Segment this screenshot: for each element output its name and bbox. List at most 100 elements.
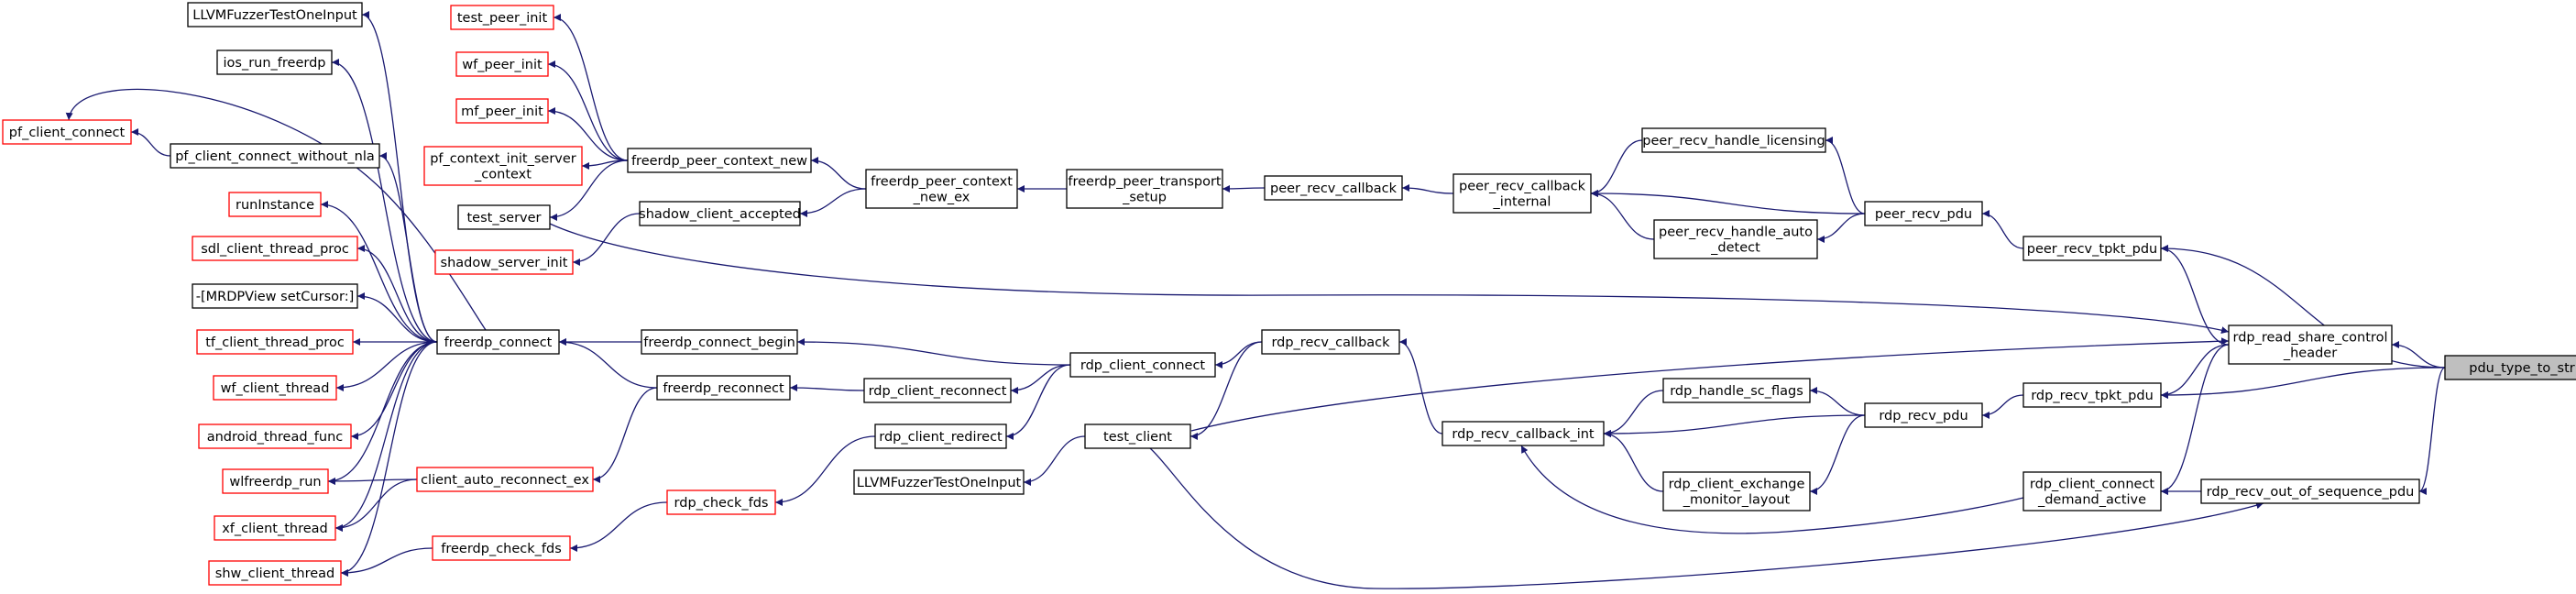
edge-peer_recv_callback_internal-to-peer_recv_handle_auto_detect (1590, 190, 1655, 240)
node-llvm-fuzzer-1[interactable]: LLVMFuzzerTestOneInput (187, 2, 363, 28)
edge-rdp_client_reconnect-to-rdp_client_connect (1010, 364, 1071, 394)
node-peer-recv-tpkt-pdu[interactable]: peer_recv_tpkt_pdu (2022, 236, 2162, 261)
node-box (222, 468, 329, 494)
node-box (436, 329, 560, 355)
node-box (1662, 378, 1811, 403)
node-box (432, 535, 571, 561)
edge-peer_recv_tpkt_pdu-to-rdp_read_share_control_header (2160, 245, 2230, 346)
node-label: freerdp_connect (444, 336, 553, 350)
node-label: _internal (1493, 195, 1551, 210)
node-tf-client-thread-proc[interactable]: tf_client_thread_proc (196, 329, 354, 355)
node-label: shw_client_thread (215, 566, 334, 581)
edge-wlfreerdp_run-to-freerdp_connect (327, 341, 438, 485)
node-freerdp-peer-context-new-ex[interactable]: freerdp_peer_context_new_ex (865, 169, 1018, 209)
node-rdp-client-exchange-monitor-layout[interactable]: rdp_client_exchange_monitor_layout (1662, 471, 1811, 512)
edge-ios_run_freerdp-to-freerdp_connect (331, 59, 438, 343)
node-label: rdp_recv_pdu (1879, 409, 1968, 424)
node-label: rdp_client_reconnect (869, 384, 1007, 399)
node-peer-recv-callback-internal[interactable]: peer_recv_callback_internal (1452, 173, 1592, 214)
node-pdu-type-to-str[interactable]: pdu_type_to_str (2444, 355, 2576, 380)
edge-xf_client_thread-to-client_auto_reconnect_ex (334, 478, 418, 532)
node-client-auto-reconnect-ex[interactable]: client_auto_reconnect_ex (416, 467, 594, 492)
node-label: pf_client_connect (9, 126, 126, 140)
node-mf-peer-init[interactable]: mf_peer_init (455, 98, 549, 124)
node-rdp-client-reconnect[interactable]: rdp_client_reconnect (863, 378, 1012, 403)
node-box (434, 249, 574, 275)
node-rdp-read-share-control-header[interactable]: rdp_read_share_control_header (2228, 324, 2393, 365)
edge-test_peer_init-to-freerdp_peer_context_new (553, 14, 629, 161)
node-android-thread-func[interactable]: android_thread_func (198, 424, 352, 449)
node-rdp-client-redirect[interactable]: rdp_client_redirect (874, 424, 1007, 449)
node-rdp-client-connect[interactable]: rdp_client_connect (1069, 352, 1216, 378)
node-mrdpview-setcursor[interactable]: -[MRDPView setCursor:] (192, 283, 358, 309)
edge-rdp_client_redirect-to-rdp_client_connect (1005, 364, 1071, 440)
node-freerdp-connect-begin[interactable]: freerdp_connect_begin (641, 329, 798, 355)
node-ios-run-freerdp[interactable]: ios_run_freerdp (216, 50, 333, 75)
edge-rdp_client_exchange_monitor_layout-to-rdp_recv_pdu (1809, 414, 1866, 495)
node-box (1264, 175, 1403, 201)
node-rdp-recv-callback-int[interactable]: rdp_recv_callback_int (1441, 421, 1605, 446)
node-test-server[interactable]: test_server (457, 204, 551, 230)
node-peer-recv-pdu[interactable]: peer_recv_pdu (1864, 201, 1983, 226)
node-label: sdl_client_thread_proc (201, 242, 349, 257)
node-wf-peer-init[interactable]: wf_peer_init (455, 51, 549, 77)
node-box (187, 2, 363, 28)
node-label: rdp_recv_callback_int (1452, 427, 1595, 442)
node-test-client[interactable]: test_client (1084, 424, 1191, 449)
edge-peer_recv_pdu-to-peer_recv_tpkt_pdu (1981, 210, 2024, 249)
node-box (627, 148, 812, 173)
node-sdl-client-thread-proc[interactable]: sdl_client_thread_proc (192, 236, 358, 261)
node-peer-recv-callback[interactable]: peer_recv_callback (1264, 175, 1403, 201)
node-pf-client-connect[interactable]: pf_client_connect (2, 119, 132, 145)
node-pf-context-init-server-context[interactable]: pf_context_init_server_context (423, 146, 583, 186)
node-box (863, 378, 1012, 403)
node-llvm-fuzzer-2[interactable]: LLVMFuzzerTestOneInput (853, 469, 1025, 495)
node-runInstance[interactable]: runInstance (228, 192, 322, 217)
edge-test_server-to-freerdp_peer_context_new (549, 160, 629, 221)
node-pf-client-connect-without-nla[interactable]: pf_client_connect_without_nla (170, 143, 380, 169)
node-box (455, 98, 549, 124)
node-label: freerdp_check_fds (441, 542, 562, 556)
node-peer-recv-handle-auto-detect[interactable]: peer_recv_handle_auto_detect (1653, 219, 1818, 259)
node-shadow-server-init[interactable]: shadow_server_init (434, 249, 574, 275)
node-rdp-check-fds[interactable]: rdp_check_fds (666, 490, 776, 515)
node-freerdp-reconnect[interactable]: freerdp_reconnect (656, 375, 791, 401)
node-rdp-client-connect-demand-active[interactable]: rdp_client_connect_demand_active (2022, 471, 2162, 512)
node-freerdp-peer-transport-setup[interactable]: freerdp_peer_transport_setup (1066, 169, 1223, 209)
edge-mf_peer_init-to-freerdp_peer_context_new (547, 107, 629, 161)
node-freerdp-peer-context-new[interactable]: freerdp_peer_context_new (627, 148, 812, 173)
node-box (1084, 424, 1191, 449)
edge-rdp_recv_out_of_sequence_pdu-to-test_client (1149, 447, 2264, 589)
node-shadow-client-accepted[interactable]: shadow_client_accepted (639, 201, 801, 226)
node-rdp-recv-tpkt-pdu[interactable]: rdp_recv_tpkt_pdu (2022, 382, 2162, 408)
node-label: peer_recv_callback (1459, 180, 1586, 194)
node-peer-recv-handle-licensing[interactable]: peer_recv_handle_licensing (1641, 127, 1826, 153)
node-box (198, 424, 352, 449)
node-box (2200, 478, 2420, 504)
node-xf-client-thread[interactable]: xf_client_thread (214, 515, 336, 541)
node-wf-client-thread[interactable]: wf_client_thread (213, 375, 337, 401)
node-freerdp-connect[interactable]: freerdp_connect (436, 329, 560, 355)
node-label: test_client (1103, 430, 1172, 445)
edge-android_thread_func-to-freerdp_connect (350, 341, 438, 440)
node-box (192, 283, 358, 309)
edge-peer_recv_callback-to-peer_recv_callback_internal (1401, 184, 1454, 194)
node-rdp-recv-out-of-sequence-pdu[interactable]: rdp_recv_out_of_sequence_pdu (2200, 478, 2420, 504)
node-box (450, 5, 554, 30)
node-label: freerdp_peer_context_new (631, 154, 807, 169)
edge-client_auto_reconnect_ex-to-freerdp_reconnect (592, 387, 658, 483)
node-rdp-recv-pdu[interactable]: rdp_recv_pdu (1864, 402, 1983, 428)
node-rdp-recv-callback[interactable]: rdp_recv_callback (1261, 329, 1400, 355)
edge-rdp_recv_out_of_sequence_pdu-to-pdu_type_to_str (2418, 367, 2446, 495)
edge-freerdp_peer_context_new-to-freerdp_peer_context_new_ex (810, 157, 867, 190)
node-test-peer-init[interactable]: test_peer_init (450, 5, 554, 30)
node-label: LLVMFuzzerTestOneInput (192, 8, 357, 23)
node-freerdp-check-fds[interactable]: freerdp_check_fds (432, 535, 571, 561)
node-label: freerdp_peer_transport (1068, 175, 1222, 190)
node-rdp-handle-sc-flags[interactable]: rdp_handle_sc_flags (1662, 378, 1811, 403)
node-label: freerdp_connect_begin (643, 336, 795, 350)
node-wlfreerdp-run[interactable]: wlfreerdp_run (222, 468, 329, 494)
edge-rdp_recv_callback_int-to-rdp_recv_pdu (1603, 414, 1866, 437)
edge-rdp_read_share_control_header-to-test_server (549, 223, 2230, 335)
node-shw-client-thread[interactable]: shw_client_thread (208, 560, 342, 586)
